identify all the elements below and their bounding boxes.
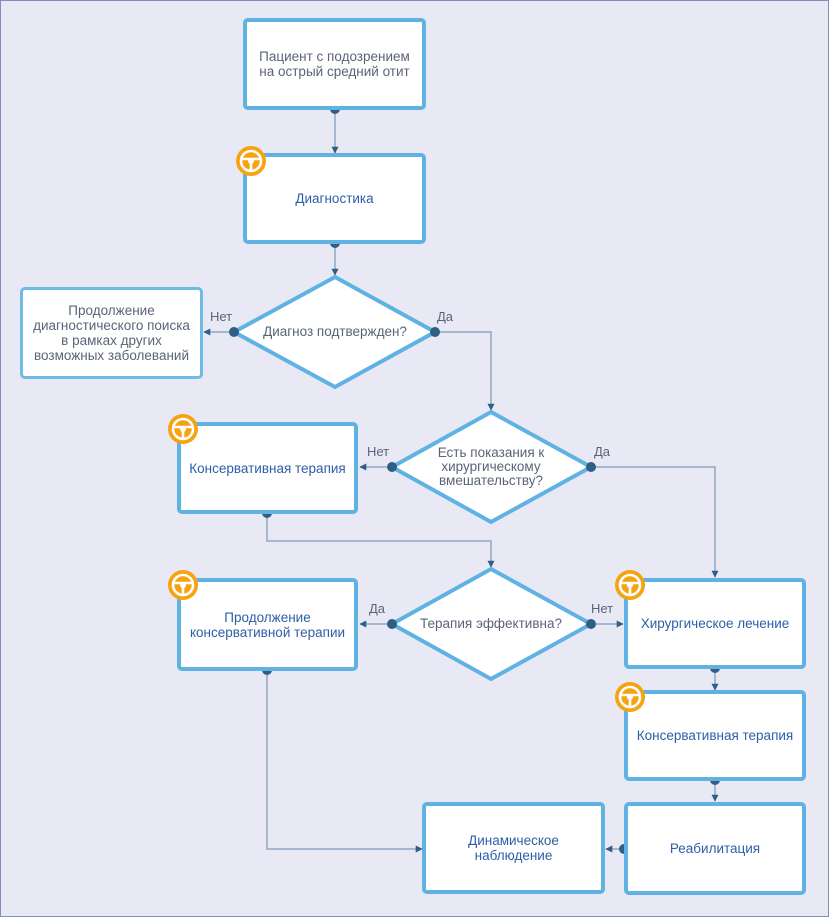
connector-dot bbox=[387, 619, 397, 629]
steering-wheel-icon bbox=[614, 569, 646, 606]
connector-dot bbox=[229, 327, 239, 337]
steering-wheel-icon bbox=[235, 145, 267, 182]
steering-wheel-icon bbox=[167, 413, 199, 450]
node-start: Пациент с подозрением на острый средний … bbox=[243, 18, 426, 110]
node-diagnostics: Диагностика bbox=[243, 153, 426, 244]
edge-label-d3-no: Нет bbox=[591, 601, 614, 616]
node-continue-search: Продолжение диагностического поиска в ра… bbox=[20, 287, 203, 379]
connector-dot bbox=[387, 462, 397, 472]
node-observation: Динамическое наблюдение bbox=[422, 802, 605, 894]
edge-label-d1-yes: Да bbox=[437, 309, 454, 324]
node-continue-conservative: Продолжение консервативной терапии bbox=[177, 578, 358, 671]
decision-therapy-effective: Терапия эффективна? bbox=[420, 616, 562, 631]
decision-therapy-effective-shape bbox=[387, 566, 596, 682]
edge-decision2-yes bbox=[591, 466, 719, 578]
node-rehabilitation: Реабилитация bbox=[624, 802, 806, 895]
node-conservative-therapy-2-label: Консервативная терапия bbox=[636, 728, 794, 743]
connector-dot bbox=[586, 462, 596, 472]
edge-conservative-decision3 bbox=[266, 513, 495, 568]
node-conservative-therapy-label: Консервативная терапия bbox=[189, 460, 346, 476]
edge-decision1-yes bbox=[435, 331, 495, 411]
node-continue-search-label: Продолжение диагностического поиска в ра… bbox=[33, 303, 190, 363]
node-start-label: Пациент с подозрением на острый средний … bbox=[259, 49, 410, 79]
node-diagnostics-label: Диагностика bbox=[295, 191, 374, 206]
node-conservative-therapy-2: Консервативная терапия bbox=[624, 690, 806, 781]
connector-dot bbox=[430, 327, 440, 337]
edge-label-d1-no: Нет bbox=[210, 309, 233, 324]
edge-label-d3-yes: Да bbox=[369, 601, 386, 616]
decision-surgery-indicated: Есть показания к хирургическому вмешател… bbox=[437, 445, 545, 488]
steering-wheel-icon bbox=[167, 569, 199, 606]
edge-label-d2-no: Нет bbox=[367, 444, 390, 459]
decision-diagnosis-confirmed-shape bbox=[229, 274, 440, 390]
node-continue-conservative-label: Продолжение консервативной терапии bbox=[189, 609, 346, 640]
node-surgical-treatment: Хирургическое лечение bbox=[624, 578, 806, 669]
decision-diagnosis-confirmed: Диагноз подтвержден? bbox=[263, 324, 407, 339]
node-observation-label: Динамическое наблюдение bbox=[468, 833, 559, 863]
connector-dot bbox=[586, 619, 596, 629]
node-rehabilitation-label: Реабилитация bbox=[669, 841, 761, 856]
decision-surgery-indicated-shape bbox=[387, 409, 596, 525]
node-surgical-treatment-label: Хирургическое лечение bbox=[640, 616, 790, 631]
edge-continue-observation bbox=[266, 670, 423, 853]
steering-wheel-icon bbox=[614, 681, 646, 718]
edge-label-d2-yes: Да bbox=[594, 444, 611, 459]
node-conservative-therapy: Консервативная терапия bbox=[177, 422, 358, 514]
